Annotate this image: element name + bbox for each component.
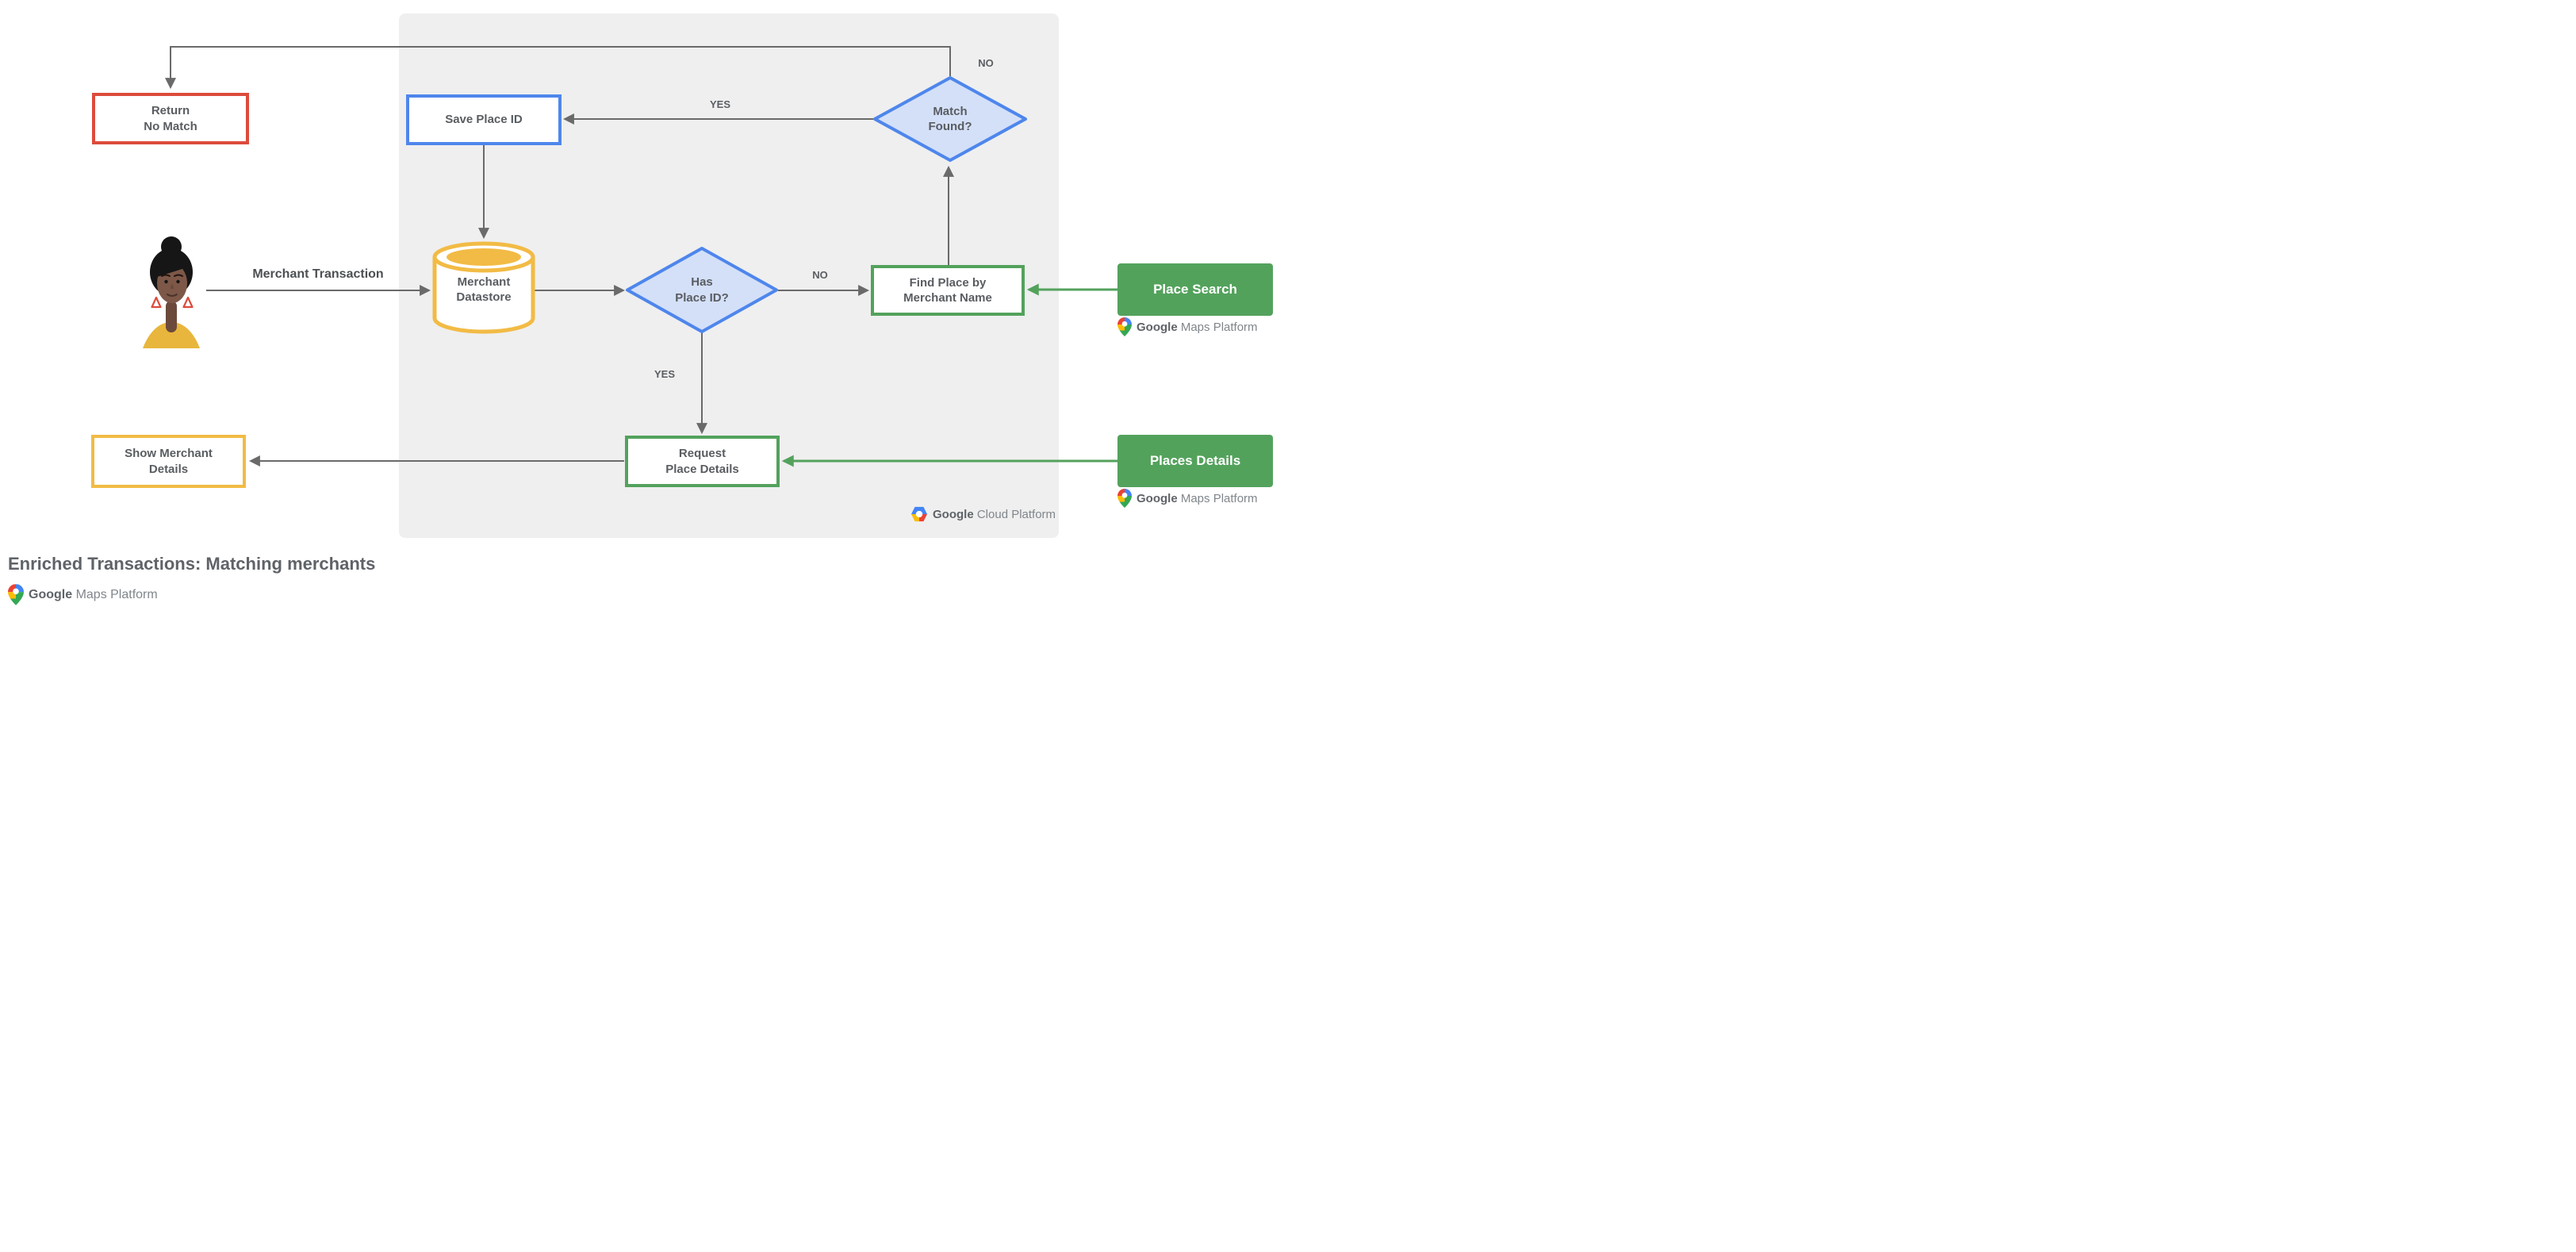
maps-pin-icon: [1117, 489, 1132, 508]
flowchart-canvas: Return No Match Save Place ID Find Place…: [0, 0, 1288, 626]
google-wordmark: Google: [933, 507, 974, 521]
datastore-label: Merchant Datastore: [456, 275, 512, 305]
diamond-label: Has Place ID?: [675, 275, 729, 305]
google-wordmark: Google: [1137, 491, 1178, 505]
person-avatar-icon: [143, 236, 200, 348]
maps-platform-text: Maps Platform: [1180, 320, 1258, 334]
cloud-hexagon-icon: [911, 506, 927, 522]
diamond-label: Match Found?: [928, 104, 972, 134]
node-find-place-by-merchant-name: Find Place by Merchant Name: [871, 265, 1025, 316]
diagram-title: Enriched Transactions: Matching merchant…: [8, 554, 376, 574]
diamond-shape-icon: [626, 247, 778, 333]
edge-label-match-found-yes: YES: [709, 98, 730, 110]
node-request-place-details: Request Place Details: [625, 436, 780, 487]
gmp-logo-footer: Google Maps Platform: [8, 584, 158, 605]
maps-platform-text: Maps Platform: [1180, 491, 1258, 505]
google-wordmark: Google: [29, 587, 73, 601]
maps-pin-icon: [1117, 317, 1132, 336]
api-box-place-search: Place Search: [1117, 263, 1273, 316]
merchant-user: [140, 236, 203, 351]
api-box-places-details: Places Details: [1117, 435, 1273, 487]
edge-label-match-found-no: NO: [978, 57, 994, 69]
node-match-found-decision: Match Found?: [872, 75, 1028, 163]
node-save-place-id: Save Place ID: [406, 94, 562, 145]
edge-label-has-place-id-no: NO: [812, 269, 828, 281]
cloud-platform-text: Cloud Platform: [976, 507, 1056, 521]
maps-pin-icon: [8, 584, 24, 605]
node-return-no-match: Return No Match: [92, 93, 249, 144]
diamond-shape-icon: [873, 76, 1027, 162]
gmp-logo-place-search: Google Maps Platform: [1117, 317, 1258, 336]
edge-label-has-place-id-yes: YES: [654, 368, 675, 380]
node-merchant-datastore: Merchant Datastore: [431, 241, 536, 336]
node-has-place-id-decision: Has Place ID?: [625, 246, 779, 334]
merchant-transaction-label: Merchant Transaction: [252, 267, 384, 281]
google-wordmark: Google: [1137, 320, 1178, 334]
gmp-logo-places-details: Google Maps Platform: [1117, 489, 1258, 508]
maps-platform-text: Maps Platform: [75, 587, 158, 601]
node-show-merchant-details: Show Merchant Details: [91, 435, 246, 488]
gcp-logo: Google Cloud Platform: [910, 506, 1056, 522]
datastore-cylinder-icon: [432, 241, 535, 334]
